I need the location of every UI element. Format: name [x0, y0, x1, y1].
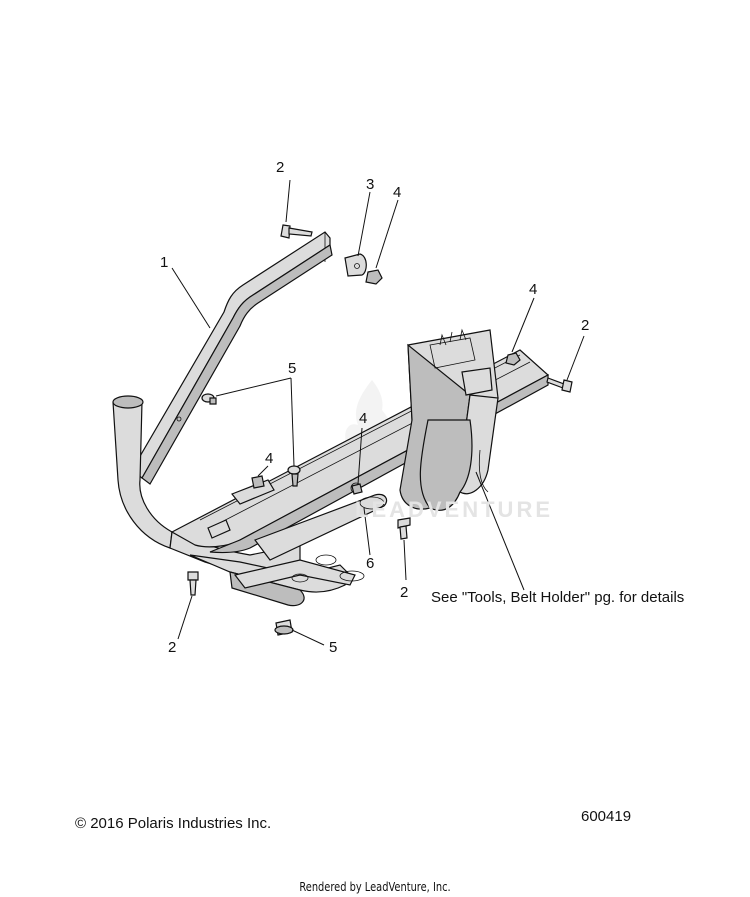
callout-2-center: 2 [400, 584, 409, 601]
part-3-bracket [344, 253, 367, 277]
part-5-screw-mid [201, 393, 217, 405]
callout-2-lower: 2 [168, 639, 177, 656]
callout-5-lower: 5 [329, 639, 338, 656]
part-4-nut-top [365, 269, 383, 285]
callout-4-left: 4 [265, 450, 274, 467]
part-2-bolt-lower-left [187, 571, 199, 596]
part-4-nut-right [505, 352, 521, 366]
callout-2-top: 2 [276, 159, 285, 176]
callout-4-center: 4 [359, 410, 368, 427]
callout-2-right: 2 [581, 317, 590, 334]
watermark-text: LEADVENTURE [355, 497, 554, 522]
part-4-nut-left [251, 475, 265, 489]
callout-5-mid: 5 [288, 360, 297, 377]
belt-holder-note: See "Tools, Belt Holder" pg. for details [431, 589, 685, 606]
callout-1: 1 [160, 254, 169, 271]
rendered-by-footer: Rendered by LeadVenture, Inc. [299, 880, 451, 894]
copyright: © 2016 Polaris Industries Inc. [75, 815, 272, 832]
part-5-screw-lower [274, 619, 294, 636]
part-2-bolt-center [397, 517, 411, 540]
part-4-nut-center [351, 483, 363, 495]
leader-lines [171, 179, 585, 646]
part-2-bolt-right [546, 377, 573, 393]
callout-6: 6 [366, 555, 375, 572]
part-2-bolt-top [280, 224, 313, 239]
callout-4-top: 4 [393, 184, 402, 201]
callout-3: 3 [366, 176, 375, 193]
belt-holder [399, 328, 499, 511]
callout-4-right: 4 [529, 281, 538, 298]
diagram-number: 600419 [581, 808, 632, 825]
